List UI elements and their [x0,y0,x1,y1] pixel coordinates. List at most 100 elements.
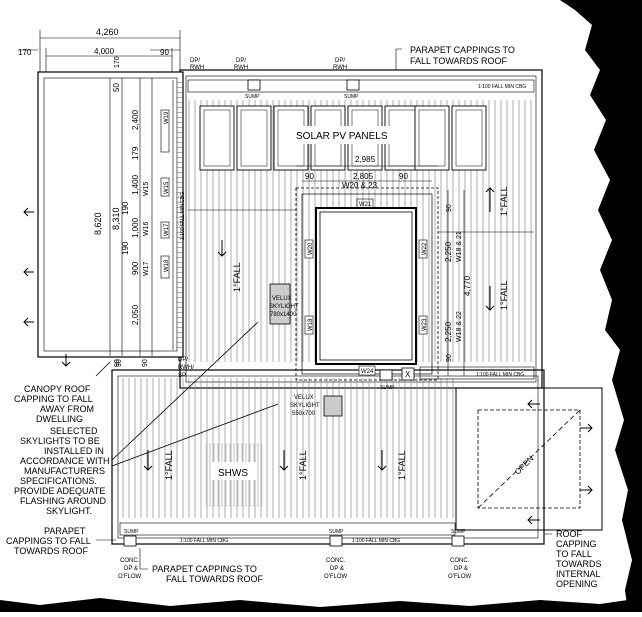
svg-text:SKYLIGHTS TO BE: SKYLIGHTS TO BE [20,436,100,446]
svg-text:CONC.: CONC. [450,558,470,564]
window-w19: W19 [164,111,170,124]
canopy-arrows [23,207,71,367]
svg-text:SPECIFICATIONS.: SPECIFICATIONS. [20,476,97,486]
fall-label-1: 1°FALL [232,262,242,292]
velux-skylight-2 [323,395,343,417]
svg-text:FALL TOWARDS ROOF: FALL TOWARDS ROOF [166,574,264,584]
svg-text:1,400: 1,400 [131,174,140,195]
solar-label-bg [292,126,392,144]
note-skylights: SELECTED SKYLIGHTS TO BE INSTALLED IN AC… [14,426,110,516]
svg-text:2,400: 2,400 [131,109,140,130]
svg-text:PARAPET: PARAPET [44,526,86,536]
window-w24: W24 [361,369,374,375]
svg-text:DP/: DP/ [178,357,188,363]
svg-text:CAPPING: CAPPING [556,539,597,549]
svg-text:CAPPING TO FALL: CAPPING TO FALL [14,394,93,404]
sump-label-4: SUMP [124,529,139,535]
torn-edge-bottom [0,598,642,612]
svg-text:OPENING: OPENING [556,579,598,589]
sump-label-1: SUMP [245,94,260,100]
svg-text:DP &: DP & [124,566,138,572]
note-parapet-left: PARAPET CAPPINGS TO FALL TOWARDS ROOF [6,526,116,556]
svg-text:DP/: DP/ [190,58,200,64]
svg-text:2,050: 2,050 [131,304,140,325]
window-w15b: W15 [143,182,150,197]
dim-canopy-outer: 8,620 [93,212,103,235]
dim-bottom-90-a: 90 [116,359,123,367]
svg-text:CONC.: CONC. [326,558,346,564]
sump-label-2: SUMP [344,94,359,100]
svg-text:RWH: RWH [333,65,347,71]
roof-gutter-bottom [119,522,456,536]
gutter-fall-bottom-1: 1:100 FALL MIN CBG [180,538,228,544]
svg-text:50: 50 [112,83,121,92]
window-w18: W18 [164,259,170,272]
svg-text:O'FLOW: O'FLOW [448,574,471,580]
svg-text:FLASHING AROUND: FLASHING AROUND [20,496,107,506]
velux-skylight-1 [269,283,291,325]
svg-text:900: 900 [131,261,140,275]
note-parapet-bottom: PARAPET CAPPINGS TO FALL TOWARDS ROOF [139,548,264,584]
open-courtyard [455,387,603,531]
window-w22: W22 [422,242,428,255]
svg-text:DP &: DP & [454,566,468,572]
svg-text:TOWARDS ROOF: TOWARDS ROOF [14,546,89,556]
open-label: OPEN [513,454,536,477]
fall-label-2: 1°FALL [499,186,509,216]
dim-opening-side-bottom: 90 [446,354,453,362]
canopy-roof [37,71,184,358]
window-w20: W20 [308,242,314,255]
svg-text:ACCORDANCE WITH: ACCORDANCE WITH [20,456,110,466]
skylight-leaders [95,321,279,467]
svg-text:1,000: 1,000 [131,217,140,238]
dp-rwh-labels: DP/ RWH DP/ RWH DP/ RWH [190,58,347,71]
dim-left-offset: 170 [18,48,32,57]
dim-opening-outer: 2,985 [355,155,376,164]
svg-text:190: 190 [121,241,130,255]
svg-text:AWAY FROM: AWAY FROM [40,404,94,414]
torn-edge-right [560,0,642,612]
note-roof-capping: ROOF CAPPING TO FALL TOWARDS INTERNAL OP… [543,520,602,589]
solar-label: SOLAR PV PANELS [296,131,388,142]
x-marker: X [405,370,411,379]
svg-text:90: 90 [114,359,121,367]
svg-text:CAPPINGS TO FALL: CAPPINGS TO FALL [6,536,91,546]
parapet-note-top-1: PARAPET CAPPINGS TO [410,45,515,55]
canopy-vertical-dims [109,78,153,356]
svg-text:DP/: DP/ [236,58,246,64]
roof-sheeting-lower [120,378,455,518]
velux-label-2: VELUX SKYLIGHT 550x700 [290,395,320,417]
window-w16: W16 [143,222,150,237]
svg-text:SELECTED: SELECTED [50,426,98,436]
svg-text:DP/: DP/ [335,58,345,64]
dim-opening-inner: 2,805 [353,172,374,181]
svg-text:MANUFACTURERS: MANUFACTURERS [24,466,105,476]
note-canopy: CANOPY ROOF CAPPING TO FALL AWAY FROM DW… [14,384,94,424]
window-w20-23: W20 & 23 [342,181,378,190]
svg-text:SKYLIGHT.: SKYLIGHT. [46,506,92,516]
svg-text:CANOPY ROOF: CANOPY ROOF [24,384,91,394]
svg-text:RWH: RWH [234,65,248,71]
svg-text:INSTALLED IN: INSTALLED IN [44,446,104,456]
dim-opening-side-mid2: 2,250 [444,321,453,342]
window-w18b: W18 [308,318,314,331]
fall-label-4: 1°FALL [164,450,174,480]
svg-text:RWH: RWH [190,65,204,71]
svg-text:550x700: 550x700 [292,411,316,417]
dim-bottom-90-b: 90 [142,359,149,367]
svg-text:SKYLIGHT: SKYLIGHT [269,304,299,310]
window-w17b: W17 [143,262,150,277]
top-dimensions [18,30,181,72]
top-gutter-fall: 1:100 FALL MIN CBG [478,84,526,90]
svg-text:INTERNAL: INTERNAL [556,569,601,579]
conc-label-1: CONC. DP & O'FLOW [118,558,141,580]
dp-rwh-sp-label: DP/ RWH/ SP [178,357,194,379]
conc-label-3: CONC. DP & O'FLOW [448,558,471,580]
svg-text:ROOF: ROOF [556,529,583,539]
shws-label: SHWS [218,468,248,479]
svg-text:VELUX: VELUX [272,296,292,302]
canopy-fall-label: 1:100 FALL MIN CBG [180,192,186,240]
window-w18-21: W18 & 21 [456,231,463,262]
